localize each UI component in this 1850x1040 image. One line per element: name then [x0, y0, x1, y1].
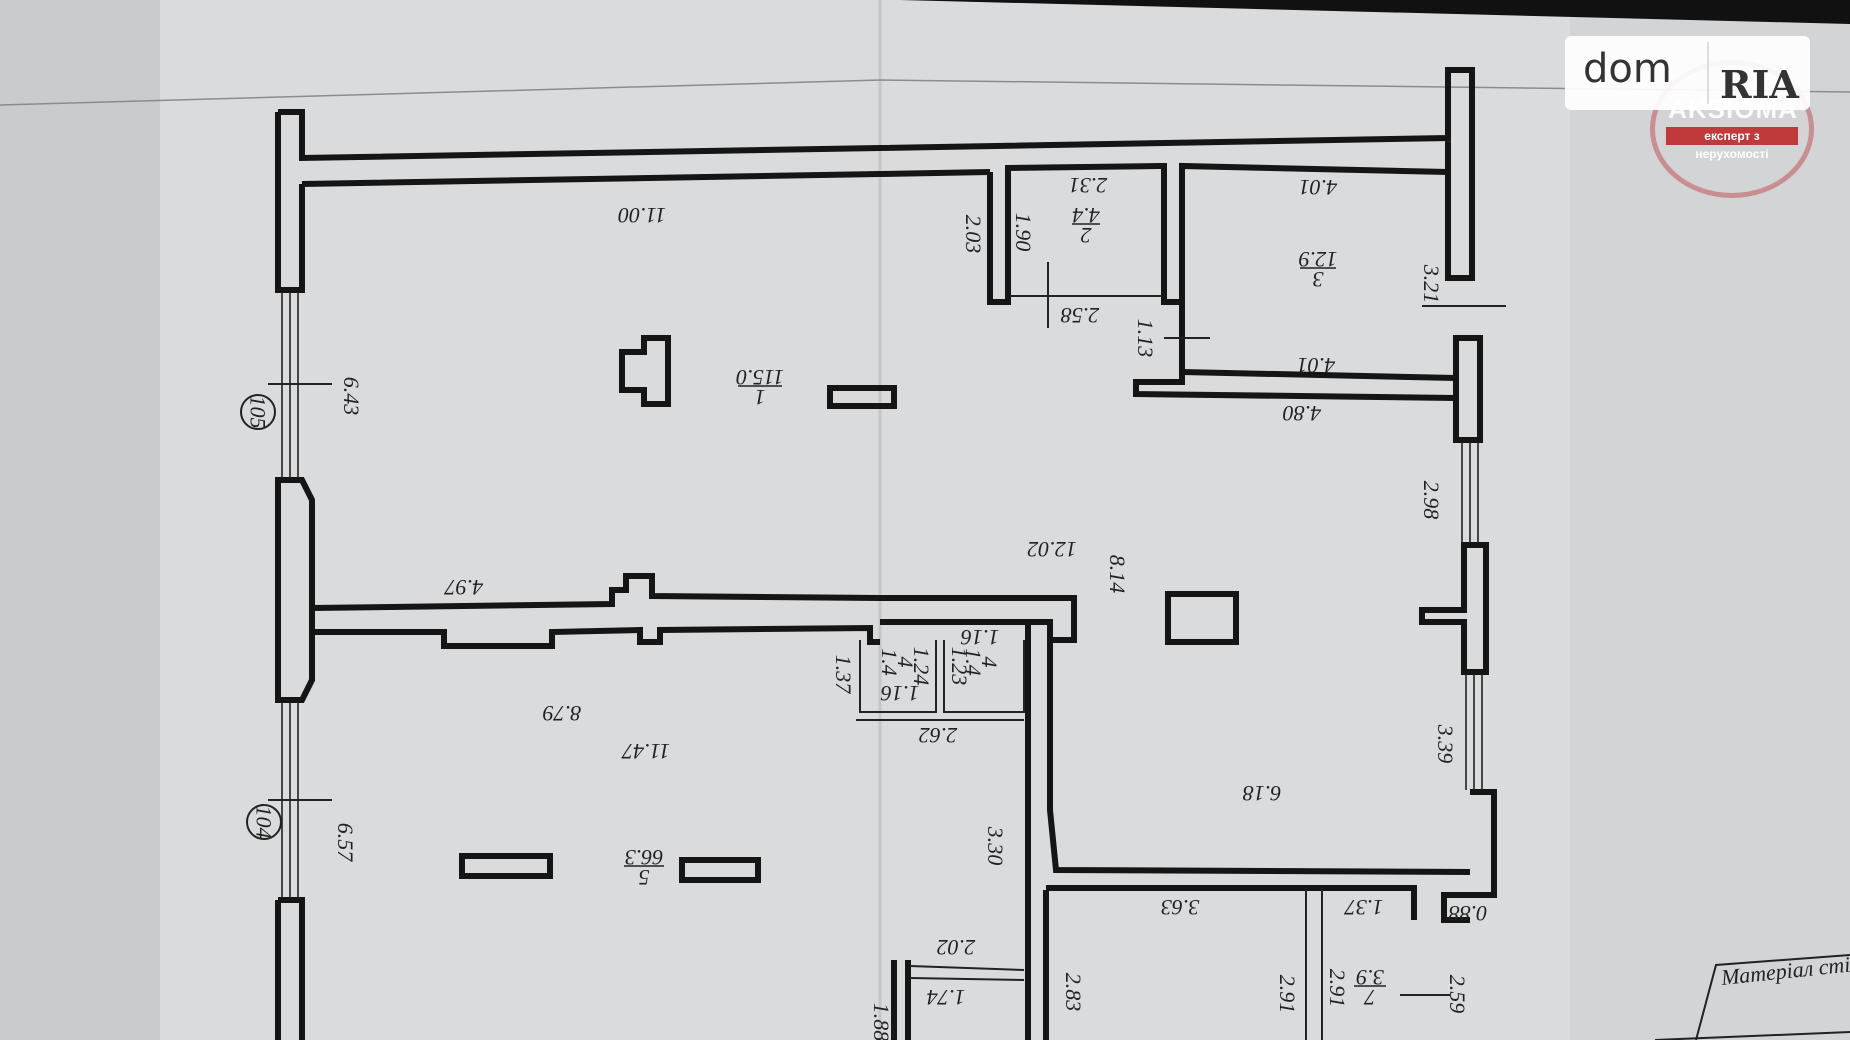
dimension-label: 1.24: [909, 647, 934, 686]
dimension-label: 2.91: [1275, 975, 1300, 1014]
paper-left-fold: [0, 0, 160, 1040]
axis-label: 104: [252, 806, 277, 839]
dimension-labels: 11.00 2.03 1.90 2.31 4.01 3.21 2.58 1.13…: [333, 173, 1487, 1040]
dimension-label: 2.83: [1061, 973, 1086, 1012]
thin-lines: [268, 262, 1850, 1040]
dimension-label: 11.47: [621, 739, 670, 764]
room-label-7: 7 3.9: [1354, 965, 1386, 1010]
svg-text:2: 2: [1081, 223, 1092, 248]
svg-text:1.4: 1.4: [961, 648, 986, 676]
svg-text:3: 3: [1313, 267, 1325, 292]
dimension-label: 1.23: [947, 647, 972, 686]
axis-marker-105: 105: [240, 394, 276, 430]
room-label-6: 4 1.4: [961, 648, 1002, 676]
photo-dark-corner: [900, 0, 1850, 24]
stamp-agency-subtitle: експерт з нерухомості: [1666, 127, 1798, 161]
room-labels: 1 115.0 2 4.4 3 12.9 4 1.4 5 66.3: [624, 203, 1386, 1010]
interior-walls: [311, 162, 1471, 1040]
dimension-label: 3.63: [1161, 895, 1201, 920]
room-label-4: 4 1.4: [877, 648, 918, 676]
dimension-label: 6.43: [339, 377, 364, 416]
axis-label: 105: [246, 396, 271, 429]
dimension-label: 11.00: [618, 203, 666, 228]
dimension-label: 3.30: [983, 826, 1008, 866]
dimension-label: 2.59: [1445, 975, 1470, 1014]
logo-separator: [1707, 42, 1709, 104]
dimension-label: 1.74: [927, 985, 966, 1010]
dimension-label: 3.21: [1419, 264, 1444, 304]
dimension-label: 1.16: [881, 681, 920, 706]
dimension-label: 2.03: [961, 215, 986, 254]
dimension-label: 6.18: [1243, 781, 1282, 806]
logo-ria-text: RIA: [1720, 62, 1799, 107]
dimension-label: 1.13: [1133, 319, 1158, 358]
axis-marker-104: 104: [246, 804, 282, 840]
svg-text:5: 5: [639, 865, 650, 890]
dimension-label: 1.16: [961, 625, 1000, 650]
dimension-label: 2.98: [1419, 481, 1444, 520]
paper-border-line: [0, 79, 1850, 106]
dimension-label: 3.39: [1433, 724, 1458, 764]
room-label-1: 1 115.0: [736, 365, 784, 410]
dimension-label: 1.90: [1011, 213, 1036, 252]
dimension-label: 8.79: [543, 701, 582, 726]
room-label-5: 5 66.3: [624, 845, 664, 890]
dimension-label: 4.97: [444, 575, 484, 600]
dimension-label: 8.14: [1105, 555, 1130, 594]
logo-dom-text: dom: [1583, 46, 1672, 92]
dimension-label: 2.62: [919, 723, 958, 748]
paper-right-sheet: [1570, 0, 1850, 1040]
dimension-label: 2.02: [937, 935, 976, 960]
svg-text:4: 4: [977, 657, 1002, 668]
dimension-label: 2.31: [1069, 173, 1108, 198]
dimension-label: 2.91: [1325, 969, 1350, 1008]
svg-text:1.4: 1.4: [877, 648, 902, 676]
dimension-label: 2.58: [1061, 303, 1100, 328]
svg-text:7: 7: [1364, 985, 1376, 1010]
domria-logo: dom RIA: [1565, 36, 1810, 110]
dimension-label: 0.88: [1449, 901, 1488, 926]
dimension-label: 4.01: [1297, 353, 1336, 378]
outer-walls: [275, 67, 1497, 1040]
svg-text:1: 1: [755, 385, 766, 410]
dimension-label: 4.80: [1283, 401, 1322, 426]
svg-text:4: 4: [893, 657, 918, 668]
columns: [459, 335, 1239, 883]
dimension-label: 6.57: [333, 823, 358, 863]
room-label-3: 3 12.9: [1299, 247, 1338, 292]
dimension-label: 12.02: [1027, 537, 1077, 562]
dimension-label: 4.01: [1299, 175, 1338, 200]
dimension-label: 1.88: [869, 1003, 894, 1040]
dimension-label: 1.37: [831, 655, 856, 695]
dimension-label: 1.37: [1344, 895, 1384, 920]
room-label-2: 2 4.4: [1072, 203, 1100, 248]
